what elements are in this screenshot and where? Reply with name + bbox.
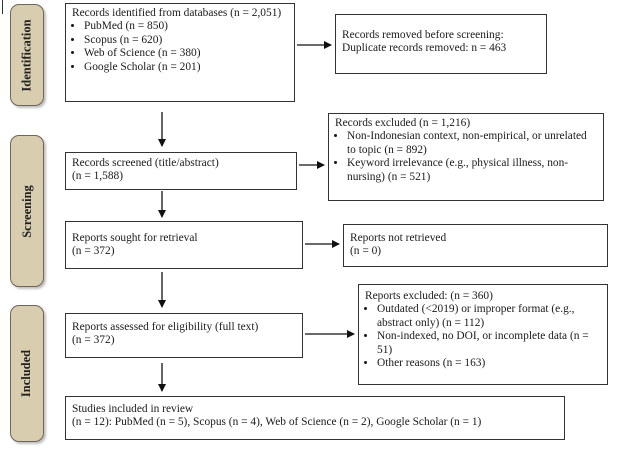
stage-included: Included — [10, 305, 44, 442]
database-item: PubMed (n = 850) — [84, 20, 288, 33]
not-retrieved-count: (n = 0) — [350, 245, 382, 258]
records-removed-label: Records removed before screening: — [342, 29, 504, 41]
studies-included-box: Studies included in review (n = 12): Pub… — [65, 396, 565, 440]
records-screened-box: Records screened (title/abstract) (n = 1… — [65, 152, 297, 190]
reports-assessed-box: Reports assessed for eligibility (full t… — [65, 313, 303, 358]
reports-excluded-title: Reports excluded: (n = 360) — [365, 290, 493, 302]
report-exclusion-reason: Non-indexed, no DOI, or incomplete data … — [377, 330, 601, 357]
not-retrieved-label: Reports not retrieved — [350, 232, 447, 244]
records-excluded-box: Records excluded (n = 1,216) Non-Indones… — [328, 113, 604, 201]
records-screened-label: Records screened (title/abstract) — [72, 157, 219, 169]
not-retrieved-box: Reports not retrieved (n = 0) — [343, 224, 608, 267]
database-list: PubMed (n = 850) Scopus (n = 620) Web of… — [72, 20, 288, 74]
records-identified-box: Records identified from databases (n = 2… — [65, 3, 295, 102]
studies-included-count: (n = 12): PubMed (n = 5), Scopus (n = 4)… — [72, 416, 482, 429]
reports-assessed-label: Reports assessed for eligibility (full t… — [72, 321, 259, 333]
reports-sought-label: Reports sought for retrieval — [72, 232, 198, 244]
database-item: Google Scholar (n = 201) — [84, 61, 288, 74]
records-excluded-title: Records excluded (n = 1,216) — [335, 117, 471, 129]
stage-screening: Screening — [10, 135, 44, 287]
exclusion-reason: Keyword irrelevance (e.g., physical illn… — [347, 157, 597, 184]
records-identified-title: Records identified from databases (n = 2… — [72, 7, 282, 19]
duplicates-removed-label: Duplicate records removed: n = 463 — [342, 42, 507, 55]
report-exclusion-reason: Outdated (<2019) or improper format (e.g… — [377, 303, 601, 330]
records-screened-count: (n = 1,588) — [72, 170, 124, 183]
database-item: Scopus (n = 620) — [84, 34, 288, 47]
exclusion-reason: Non-Indonesian context, non-empirical, o… — [347, 130, 597, 157]
reports-assessed-count: (n = 372) — [72, 334, 115, 347]
reports-sought-box: Reports sought for retrieval (n = 372) — [65, 221, 303, 269]
reports-sought-count: (n = 372) — [72, 245, 115, 258]
reports-excluded-box: Reports excluded: (n = 360) Outdated (<2… — [358, 284, 608, 385]
report-exclusion-reason: Other reasons (n = 163) — [377, 357, 601, 370]
stage-identification: Identification — [10, 4, 44, 106]
records-removed-box: Records removed before screening: Duplic… — [335, 14, 547, 74]
studies-included-label: Studies included in review — [72, 403, 194, 415]
edge-mark — [2, 0, 3, 14]
exclusion-reasons-list: Non-Indonesian context, non-empirical, o… — [335, 130, 597, 184]
report-exclusion-list: Outdated (<2019) or improper format (e.g… — [365, 303, 601, 370]
database-item: Web of Science (n = 380) — [84, 47, 288, 60]
